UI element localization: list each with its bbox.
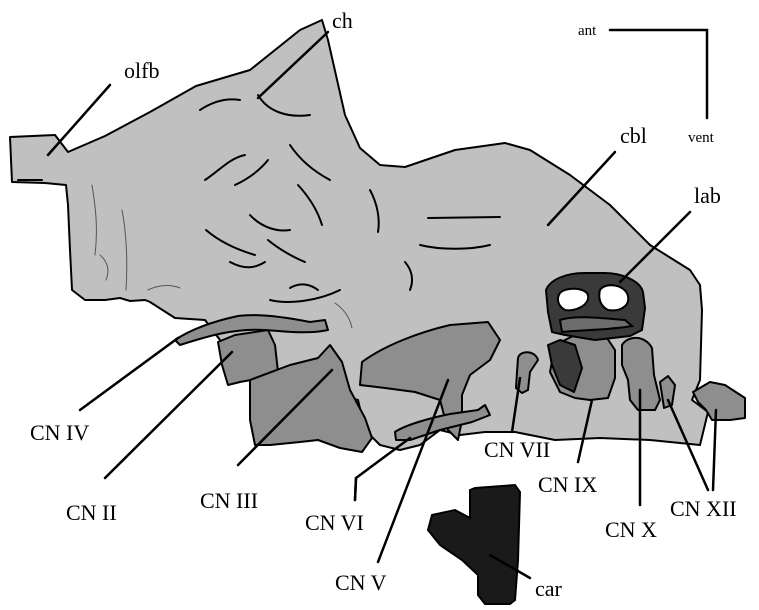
label-cn-x: CN X — [605, 517, 657, 542]
orientation-ant: ant — [578, 23, 597, 39]
label-cn-ii: CN II — [66, 500, 117, 525]
cn-xii-nerve-a — [660, 376, 675, 408]
leader-cn-iv — [80, 338, 178, 410]
leader-cn-vi-b — [355, 478, 356, 500]
label-cn-vii: CN VII — [484, 437, 550, 462]
label-cn-vi: CN VI — [305, 510, 364, 535]
label-cn-iii: CN III — [200, 488, 258, 513]
label-ch: ch — [332, 8, 353, 33]
labyrinth-inner-b — [599, 285, 628, 310]
leader-cn-ii — [105, 352, 232, 478]
label-cn-v: CN V — [335, 570, 387, 595]
carotid — [428, 485, 520, 604]
label-cn-iv: CN IV — [30, 420, 89, 445]
orientation-vent: vent — [688, 130, 715, 146]
label-car: car — [535, 576, 563, 601]
label-cbl: cbl — [620, 123, 647, 148]
leader-cn-xii-b — [713, 410, 716, 490]
label-olfb: olfb — [124, 58, 159, 83]
label-cn-xii: CN XII — [670, 496, 737, 521]
label-lab: lab — [694, 183, 721, 208]
label-cn-ix: CN IX — [538, 472, 597, 497]
